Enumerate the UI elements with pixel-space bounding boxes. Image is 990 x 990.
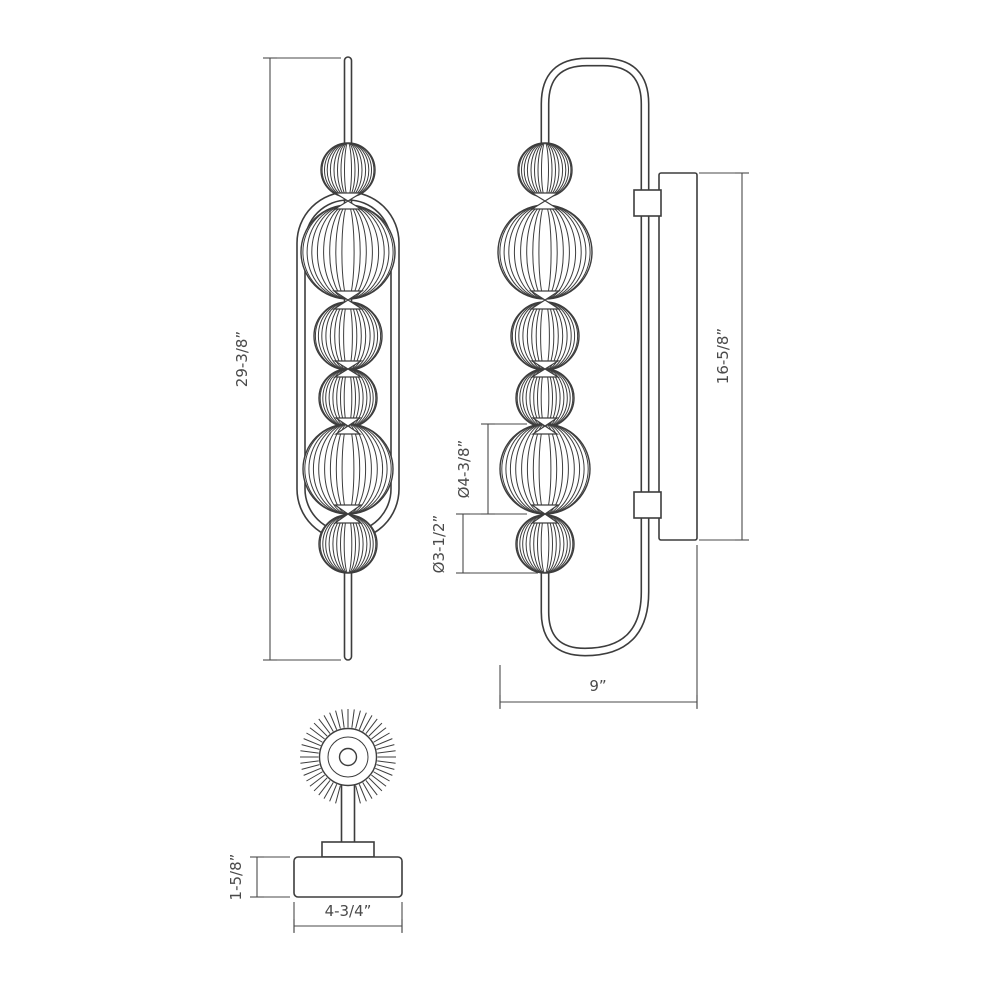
globe-connector	[528, 290, 562, 310]
sunburst-ray	[309, 727, 325, 740]
sunburst-ray	[377, 750, 396, 754]
globe-connector	[531, 417, 559, 435]
side-globe-connectors	[528, 192, 562, 524]
sunburst-ray	[300, 750, 319, 754]
sunburst-ray	[329, 712, 338, 730]
backplate-height-label: 16-5/8”	[714, 328, 732, 384]
dimension-small-globe-diameter: Ø3-1/2”	[430, 513, 538, 574]
canopy-base	[293, 856, 403, 898]
large-globe-diameter-label: Ø4-3/8”	[455, 440, 473, 499]
stem-end-cap	[338, 747, 358, 767]
sunburst-ray	[323, 715, 334, 732]
sunburst-ray	[362, 782, 373, 799]
globe-connector	[331, 290, 365, 310]
sunburst-ray	[373, 732, 390, 743]
dimension-backplate-height: 16-5/8”	[699, 172, 749, 541]
sunburst-ray	[365, 780, 378, 796]
sunburst-ray	[358, 712, 367, 730]
sunburst-ray	[303, 767, 321, 776]
sunburst-ray	[376, 744, 395, 750]
mounting-bracket-top	[633, 189, 662, 217]
wall-arm-fill	[542, 59, 648, 655]
sunburst-ribs	[300, 709, 396, 805]
small-globe-diameter-label: Ø3-1/2”	[430, 515, 448, 574]
sunburst-ray	[335, 785, 341, 804]
wall-backplate	[658, 172, 698, 541]
sunburst-ray	[306, 771, 323, 782]
globe-connector	[333, 504, 363, 524]
mounting-bracket-bottom	[633, 491, 662, 519]
sunburst-ray	[318, 780, 331, 796]
canopy-width-label: 4-3/4”	[325, 902, 372, 920]
dimension-canopy-width: 4-3/4”	[293, 902, 403, 933]
sunburst-ray	[371, 727, 387, 740]
canopy-height-label: 1-5/8”	[227, 854, 245, 901]
sunburst-ray	[377, 760, 396, 764]
globe-connector	[332, 360, 364, 378]
front-view	[296, 56, 400, 661]
globe-connector	[530, 504, 560, 524]
sunburst-ray	[341, 709, 345, 728]
globe-connector	[529, 192, 561, 210]
sunburst-ray	[309, 774, 325, 787]
sunburst-ray	[355, 710, 361, 729]
bottom-view	[293, 709, 403, 898]
sunburst-ray	[365, 718, 378, 734]
sunburst-ray	[335, 710, 341, 729]
sunburst-ray	[371, 774, 387, 787]
sunburst-ray	[323, 782, 334, 799]
dimension-overall-depth: 9”	[499, 545, 698, 709]
sunburst-ray	[368, 722, 383, 737]
sunburst-ray	[362, 715, 373, 732]
sunburst-ray	[376, 764, 395, 770]
sunburst-ray	[306, 732, 323, 743]
sunburst-ray	[301, 764, 320, 770]
dimension-overall-height: 29-3/8”	[233, 57, 341, 661]
canopy-crossbar	[321, 841, 375, 858]
globe-connector	[334, 417, 362, 435]
sunburst-ray	[375, 738, 393, 747]
ribbed-globe	[497, 204, 593, 300]
globe-bottom-ring	[327, 736, 369, 778]
sunburst-ray	[375, 767, 393, 776]
sunburst-ray	[313, 777, 328, 792]
globe-connector	[332, 192, 364, 210]
sunburst-ray	[368, 777, 383, 792]
sunburst-ray	[301, 744, 320, 750]
overall-depth-label: 9”	[589, 677, 606, 695]
sunburst-ray	[300, 760, 319, 764]
sunburst-ray	[303, 738, 321, 747]
sunburst-ray	[373, 771, 390, 782]
globe-connector	[529, 360, 561, 378]
sunburst-ray	[318, 718, 331, 734]
sunburst-ray	[358, 784, 367, 802]
front-globe-connectors	[331, 192, 365, 524]
ribbed-globe	[300, 204, 396, 300]
sunburst-ray	[351, 709, 355, 728]
sunburst-ray	[313, 722, 328, 737]
sunburst-ray	[329, 784, 338, 802]
dimension-canopy-height: 1-5/8”	[227, 854, 290, 901]
overall-height-label: 29-3/8”	[233, 331, 251, 387]
side-view	[497, 57, 698, 657]
sunburst-ray	[355, 785, 361, 804]
